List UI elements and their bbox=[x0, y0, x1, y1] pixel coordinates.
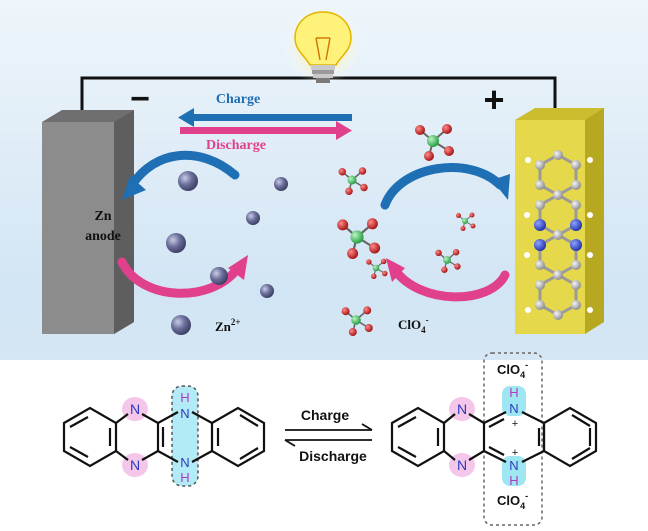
perchlorate-label: ClO4- bbox=[398, 315, 429, 335]
perchlorate-ions bbox=[337, 124, 476, 336]
cathode-atoms bbox=[524, 150, 593, 320]
right-perchlorate-bottom: ClO4- bbox=[497, 491, 528, 511]
discharge-label-reaction: Discharge bbox=[299, 448, 367, 464]
minus-sign: − bbox=[130, 80, 150, 118]
right-perchlorate-top: ClO4- bbox=[497, 360, 528, 380]
left-molecule bbox=[62, 406, 266, 468]
zn-ions bbox=[166, 171, 288, 335]
organic-cathode bbox=[515, 108, 604, 334]
right-h-top: H bbox=[509, 385, 518, 400]
left-n-bottom: N bbox=[130, 457, 140, 473]
right-n-top: N bbox=[457, 401, 467, 417]
equilibrium-arrows bbox=[284, 423, 373, 447]
lower-panel bbox=[0, 360, 648, 531]
left-molecule-highlights bbox=[122, 385, 199, 487]
left-nh-n-top: N bbox=[180, 406, 189, 421]
left-h-bottom: H bbox=[180, 470, 189, 485]
right-h-bottom: H bbox=[509, 473, 518, 488]
left-nh-n-bottom: N bbox=[180, 455, 189, 470]
light-bulb-icon bbox=[283, 5, 363, 85]
left-h-top: H bbox=[180, 390, 189, 405]
right-nh-n-bottom: N bbox=[509, 458, 518, 473]
right-n-bottom: N bbox=[457, 457, 467, 473]
charge-label-reaction: Charge bbox=[301, 407, 349, 423]
left-n-top: N bbox=[130, 401, 140, 417]
right-nh-n-top: N bbox=[509, 401, 518, 416]
anode-label-anode: anode bbox=[85, 229, 121, 244]
right-plus-top: + bbox=[512, 418, 518, 430]
plus-sign: + bbox=[483, 79, 504, 120]
anode-label-zn: Zn bbox=[94, 209, 111, 224]
right-molecule bbox=[390, 406, 598, 468]
discharge-arrow-top bbox=[180, 121, 352, 140]
charge-arrow-top bbox=[178, 108, 352, 127]
zn-ion-label: Zn2+ bbox=[215, 317, 241, 334]
discharge-label-top: Discharge bbox=[206, 138, 266, 153]
zn-anode bbox=[42, 110, 134, 334]
right-plus-bottom: + bbox=[512, 447, 518, 459]
right-cycle-arrows bbox=[380, 163, 510, 302]
charge-label-top: Charge bbox=[216, 92, 260, 107]
